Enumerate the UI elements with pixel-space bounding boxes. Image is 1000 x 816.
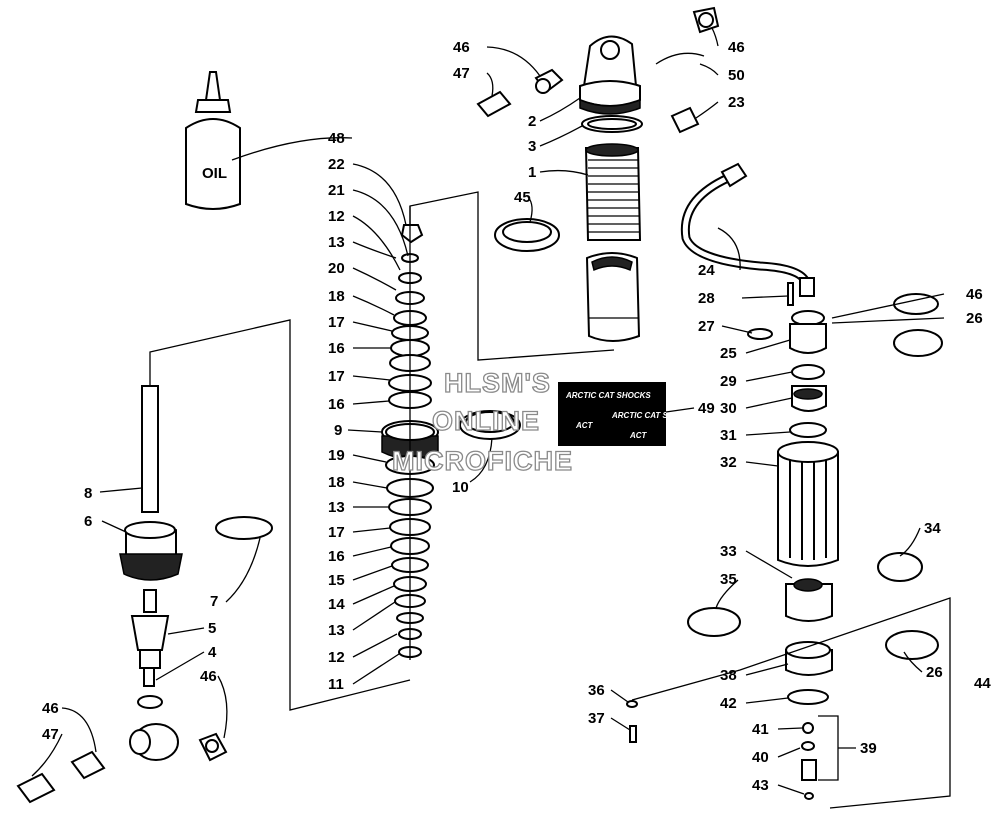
callout-19: 19 (328, 447, 345, 464)
watermark-line3: MICROFICHE (392, 446, 573, 476)
callout-47-top: 47 (453, 65, 470, 82)
callout-32: 32 (720, 454, 737, 471)
callout-15: 15 (328, 572, 345, 589)
callout-11: 11 (328, 676, 344, 693)
callout-34: 34 (924, 520, 941, 537)
callout-10: 10 (452, 479, 469, 496)
callout-28: 28 (698, 290, 715, 307)
callout-21: 21 (328, 182, 345, 199)
decal-logo-1: ACT (575, 421, 594, 430)
callout-7: 7 (210, 593, 218, 610)
callout-22: 22 (328, 156, 345, 173)
callout-46-left: 46 (42, 700, 59, 717)
callout-6: 6 (84, 513, 92, 530)
callout-42: 42 (720, 695, 737, 712)
callout-40: 40 (752, 749, 769, 766)
callout-41: 41 (752, 721, 769, 738)
reservoir-assembly (626, 293, 951, 809)
callout-17a: 17 (328, 314, 345, 331)
callout-31: 31 (720, 427, 737, 444)
callout-3: 3 (528, 138, 536, 155)
callout-23: 23 (728, 94, 745, 111)
callout-37: 37 (588, 710, 605, 727)
callout-16a: 16 (328, 340, 345, 357)
callout-16c: 16 (328, 548, 345, 565)
callout-18b: 18 (328, 474, 345, 491)
callout-24: 24 (698, 262, 715, 279)
callout-26b: 26 (926, 664, 943, 681)
callout-30: 30 (720, 400, 737, 417)
callout-47-left: 47 (42, 726, 59, 743)
callout-8: 8 (84, 485, 92, 502)
callout-20: 20 (328, 260, 345, 277)
callout-12a: 12 (328, 208, 345, 225)
watermark: HLSM'S ONLINE MICROFICHE (391, 367, 573, 476)
callout-5: 5 (208, 620, 216, 637)
callout-14: 14 (328, 596, 345, 613)
callout-18a: 18 (328, 288, 345, 305)
decal-text-1: ARCTIC CAT SHOCKS (565, 391, 651, 400)
callout-16b: 16 (328, 396, 345, 413)
callout-17b: 17 (328, 368, 345, 385)
watermark-line1: HLSM'S (444, 368, 551, 398)
callout-46-top-left: 46 (453, 39, 470, 56)
callout-36: 36 (588, 682, 605, 699)
callout-27: 27 (698, 318, 715, 335)
watermark-line2: ONLINE (432, 406, 540, 436)
callout-4: 4 (208, 644, 217, 661)
callout-9: 9 (334, 422, 342, 439)
callout-44: 44 (974, 675, 991, 692)
callout-labels: 46 47 46 50 23 2 3 1 45 48 22 21 12 13 2… (42, 39, 991, 794)
callout-2: 2 (528, 113, 536, 130)
callout-35: 35 (720, 571, 737, 588)
callout-39: 39 (860, 740, 877, 757)
callout-26a: 26 (966, 310, 983, 327)
callout-13c: 13 (328, 622, 345, 639)
callout-45: 45 (514, 189, 531, 206)
leader-lines (31, 27, 945, 795)
callout-29: 29 (720, 373, 737, 390)
shock-top-assembly (476, 6, 815, 342)
callout-50: 50 (728, 67, 745, 84)
oil-bottle: OIL (185, 71, 241, 210)
callout-43: 43 (752, 777, 769, 794)
oil-label: OIL (202, 165, 227, 182)
shaft-assembly (16, 319, 411, 804)
callout-12b: 12 (328, 649, 345, 666)
callout-48: 48 (328, 130, 345, 147)
callout-17c: 17 (328, 524, 345, 541)
callout-1: 1 (528, 164, 536, 181)
callout-46-left-right: 46 (200, 668, 217, 685)
callout-38: 38 (720, 667, 737, 684)
decal: ARCTIC CAT SHOCKS ARCTIC CAT SHOCKS ACT … (558, 382, 697, 446)
decal-logo-2: ACT (629, 431, 648, 440)
callout-46-top-right: 46 (728, 39, 745, 56)
callout-13b: 13 (328, 499, 345, 516)
callout-25: 25 (720, 345, 737, 362)
valve-stack (381, 191, 615, 660)
decal-text-2: ARCTIC CAT SHOCKS (611, 411, 697, 420)
callout-49: 49 (698, 400, 715, 417)
callout-33: 33 (720, 543, 737, 560)
callout-46-right: 46 (966, 286, 983, 303)
callout-13a: 13 (328, 234, 345, 251)
